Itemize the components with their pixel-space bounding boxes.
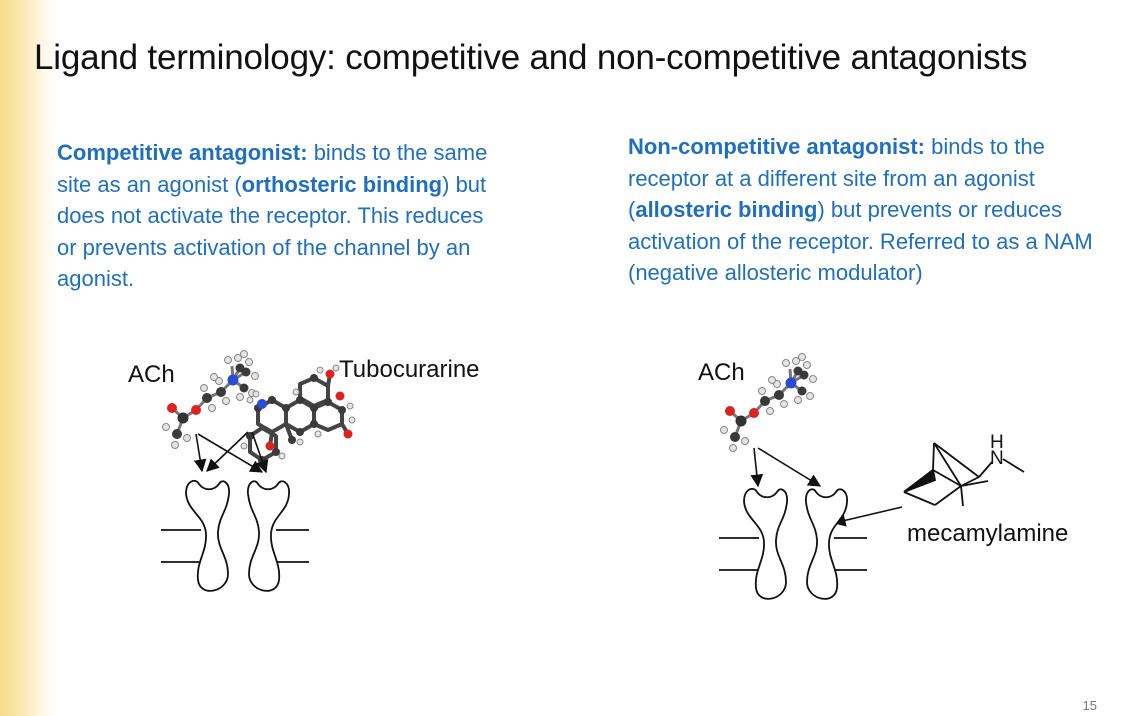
allosteric-term: allosteric binding [635,197,818,223]
left-receptor-channel [161,479,309,592]
page-number: 15 [1082,698,1097,713]
amine-hydrogen-label: H [990,432,1004,453]
slide-edge-bar [0,0,58,716]
noncompetitive-heading: Non-competitive antagonist: [628,134,926,159]
noncompetitive-description: Non-competitive antagonist: binds to the… [628,131,1098,289]
noncompetitive-text-1: binds to the receptor at a different sit… [628,134,1045,223]
tubocurarine-label: Tubocurarine [339,356,480,383]
left-ach-molecule-model [162,350,259,449]
competitive-heading: Competitive antagonist: [57,140,308,165]
left-ach-label: ACh [128,361,175,388]
right-ach-molecule-model [720,353,817,452]
orthosteric-term: orthosteric binding [241,171,443,197]
left-binding-arrows [193,431,269,474]
mecamylamine-structure [903,442,1025,507]
right-binding-arrows [750,447,903,527]
competitive-description: Competitive antagonist: binds to the sam… [57,137,497,295]
right-ach-label: ACh [698,359,745,386]
right-receptor-channel [719,487,867,600]
noncompetitive-text-2: ) but prevents or reduces activation of … [628,197,1093,286]
competitive-text-2: ) but does not activate the receptor. Th… [57,171,487,292]
amine-nitrogen-label: N [990,448,1004,469]
competitive-text-1: binds to the same site as an agonist ( [57,140,488,197]
tubocurarine-molecule-model [240,364,356,472]
slide-title: Ligand terminology: competitive and non-… [34,38,1028,77]
mecamylamine-label: mecamylamine [907,520,1069,547]
